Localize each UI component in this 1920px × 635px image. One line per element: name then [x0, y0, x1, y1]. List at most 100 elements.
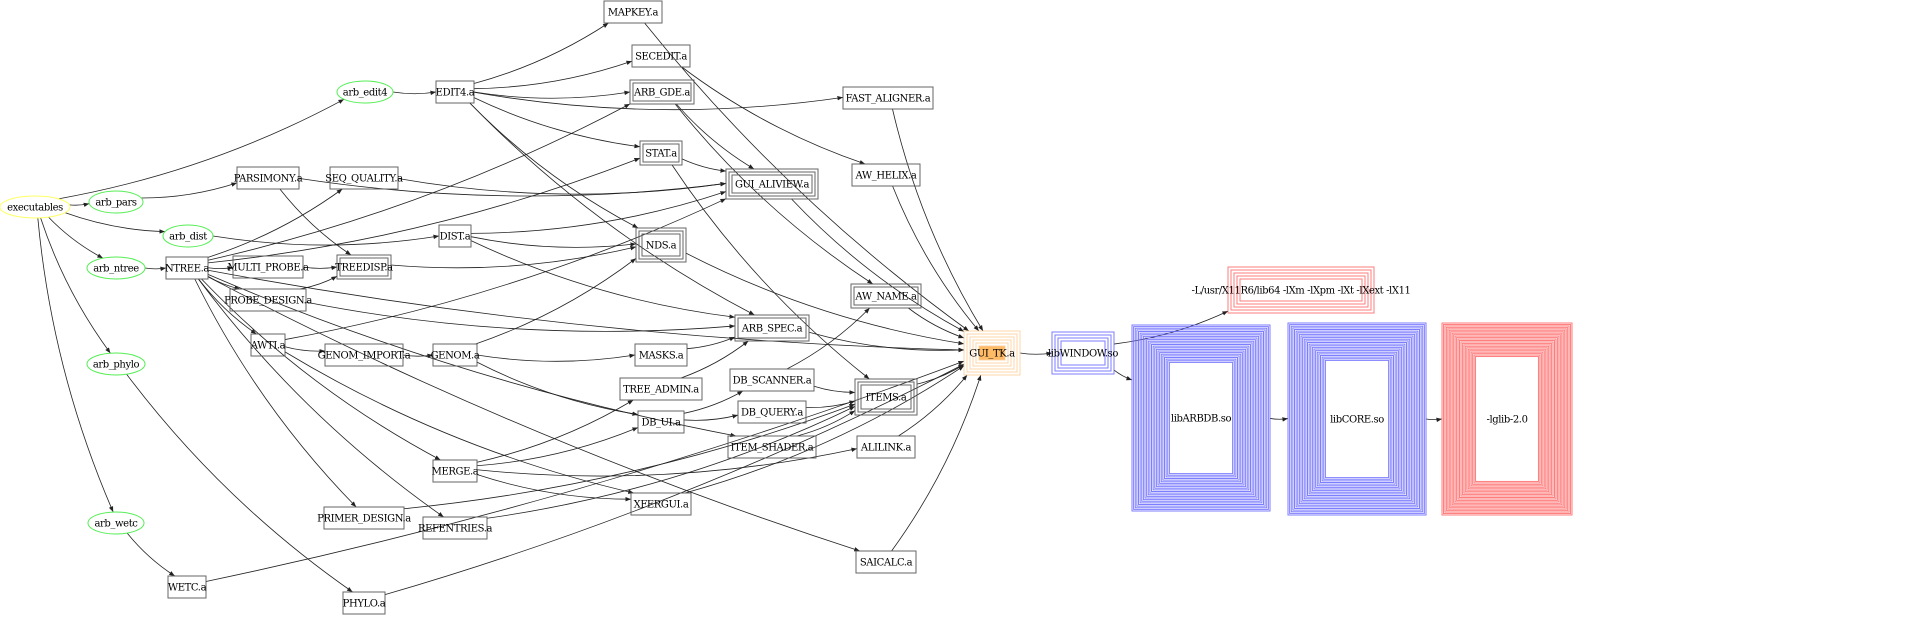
node-items[interactable]: ITEMS.a [854, 378, 918, 416]
node-aw-name[interactable]: AW_NAME.a [850, 283, 922, 309]
node-genom-import[interactable]: GENOM_IMPORT.a [318, 343, 411, 367]
node-masks[interactable]: MASKS.a [634, 343, 688, 367]
node-label: AWTI.a [250, 341, 286, 352]
node-tree-admin[interactable]: TREE_ADMIN.a [619, 377, 703, 401]
node-secedit[interactable]: SECEDIT.a [631, 44, 691, 68]
edge-genom-to-masks [476, 353, 636, 362]
node-aw-helix[interactable]: AW_HELIX.a [851, 163, 921, 187]
edge-merge-to-tree_admin [476, 399, 634, 463]
node-arb-gde[interactable]: ARB_GDE.a [629, 79, 695, 105]
node-arb-edit4[interactable]: arb_edit4 [336, 80, 394, 104]
node-label: MERGE.a [432, 467, 479, 478]
edge-merge-to-xfergui [476, 474, 632, 502]
node-alilink[interactable]: ALILINK.a [856, 435, 916, 459]
node-multi-probe[interactable]: MULTI_PROBE.a [227, 255, 309, 279]
node-label: MASKS.a [639, 351, 684, 362]
node-label: STAT.a [645, 149, 677, 160]
node-label: executables [7, 203, 63, 214]
edge-ntree-to-multi_probe [207, 266, 234, 271]
edge-masks-to-arb_spec [686, 336, 736, 350]
node-label: ARB_GDE.a [633, 88, 690, 99]
node-awti[interactable]: AWTI.a [250, 333, 286, 357]
edge-edit4-to-mapkey [473, 22, 609, 84]
edge-executables-to-arb_ntree [48, 216, 104, 259]
node-label: SAICALC.a [860, 558, 913, 569]
node-arb-wetc[interactable]: arb_wetc [87, 511, 145, 535]
edge-nds-to-gui_tk [685, 252, 965, 346]
node-merge[interactable]: MERGE.a [432, 459, 479, 483]
node-wetc[interactable]: WETC.a [167, 575, 207, 599]
node-item-shader[interactable]: ITEM_SHADER.a [727, 435, 817, 459]
edge-db_scanner-to-items [813, 385, 856, 395]
edge-edit4-to-fast_aligner [473, 91, 844, 111]
node-executables[interactable]: executables [0, 195, 71, 219]
node-primer-design[interactable]: PRIMER_DESIGN.a [317, 506, 412, 530]
node-label: arb_ntree [93, 264, 139, 275]
edge-edit4-to-secedit [473, 60, 633, 90]
node-arb-spec[interactable]: ARB_SPEC.a [734, 314, 810, 342]
node-arb-ntree[interactable]: arb_ntree [86, 256, 146, 280]
node-probe-design[interactable]: PROBE_DESIGN.a [224, 288, 313, 312]
node-refentries[interactable]: REFENTRIES.a [418, 516, 493, 540]
node-x11[interactable]: -L/usr/X11R6/lib64 -lXm -lXpm -lXt -lXex… [1192, 266, 1411, 314]
edge-xfergui-to-gui_tk [685, 365, 965, 494]
edge-genom-to-db_ui [476, 361, 639, 416]
node-gui-aliview[interactable]: GUI_ALIVIEW.a [725, 168, 819, 200]
node-arb-phylo[interactable]: arb_phylo [86, 352, 146, 376]
edge-tree_admin-to-arb_spec [680, 340, 749, 379]
edge-ntree-to-saicalc [207, 276, 860, 552]
edge-item_shader-to-items [796, 410, 856, 437]
edge-arb_pars-to-parsimony [141, 182, 238, 199]
node-arb-dist[interactable]: arb_dist [162, 224, 214, 248]
node-label: AW_NAME.a [854, 292, 917, 303]
edge-refentries-to-items [486, 406, 856, 519]
node-label: NTREE.a [165, 264, 209, 275]
node-label: MAPKEY.a [608, 8, 659, 19]
edge-saicalc-to-gui_tk [891, 374, 982, 552]
node-stat[interactable]: STAT.a [639, 140, 683, 166]
edge-arb_wetc-to-wetc [126, 532, 176, 577]
node-libarbdb[interactable]: libARBDB.so [1131, 324, 1271, 512]
node-label: REFENTRIES.a [418, 524, 493, 535]
node-saicalc[interactable]: SAICALC.a [855, 550, 917, 574]
node-label: arb_phylo [93, 360, 140, 371]
edge-edit4-to-nds [469, 102, 639, 229]
node-phylo[interactable]: PHYLO.a [342, 591, 386, 615]
edge-aw_name-to-gui_tk [908, 307, 965, 339]
node-db-ui[interactable]: DB_UI.a [637, 410, 685, 434]
node-label: DB_UI.a [641, 418, 681, 429]
node-parsimony[interactable]: PARSIMONY.a [234, 166, 303, 190]
node-treedisp[interactable]: TREEDISP.a [335, 254, 394, 280]
node-db-scanner[interactable]: DB_SCANNER.a [729, 368, 815, 392]
edge-ntree-to-gui_tk [207, 269, 965, 353]
node-label: PHYLO.a [343, 599, 386, 610]
node-gui-tk[interactable]: GUI_TK.a [963, 330, 1021, 376]
node-nds[interactable]: NDS.a [635, 227, 687, 263]
node-label: DB_QUERY.a [741, 408, 803, 419]
node-genom[interactable]: GENOM.a [431, 343, 480, 367]
node-libwindow[interactable]: libWINDOW.so [1048, 331, 1119, 375]
node-seq-quality[interactable]: SEQ_QUALITY.a [325, 166, 404, 190]
edge-multi_probe-to-treedisp [302, 265, 338, 271]
edge-executables-to-arb_dist [64, 212, 166, 234]
node-ntree[interactable]: NTREE.a [165, 256, 210, 280]
node-db-query[interactable]: DB_QUERY.a [737, 400, 807, 424]
node-libcore[interactable]: libCORE.so [1287, 322, 1427, 516]
node-label: PROBE_DESIGN.a [224, 296, 312, 307]
node-label: arb_edit4 [343, 88, 387, 99]
node-dist[interactable]: DIST.a [438, 224, 472, 248]
node-mapkey[interactable]: MAPKEY.a [603, 0, 663, 24]
edge-ntree-to-refentries [198, 278, 444, 518]
node-arb-pars[interactable]: arb_pars [88, 190, 144, 214]
edge-dist-to-arb_spec [470, 240, 736, 319]
edge-seq_quality-to-gui_aliview [397, 178, 727, 195]
node-fast-aligner[interactable]: FAST_ALIGNER.a [842, 86, 934, 110]
node-label: NDS.a [646, 241, 677, 252]
edge-wetc-to-gui_tk [205, 360, 965, 582]
node-label: libCORE.so [1330, 415, 1384, 426]
node-glib[interactable]: -lglib-2.0 [1441, 322, 1573, 516]
node-edit4[interactable]: EDIT4.a [435, 80, 475, 104]
node-label: XFERGUI.a [634, 500, 689, 511]
edge-genom-to-nds [475, 258, 637, 345]
node-xfergui[interactable]: XFERGUI.a [630, 492, 692, 516]
